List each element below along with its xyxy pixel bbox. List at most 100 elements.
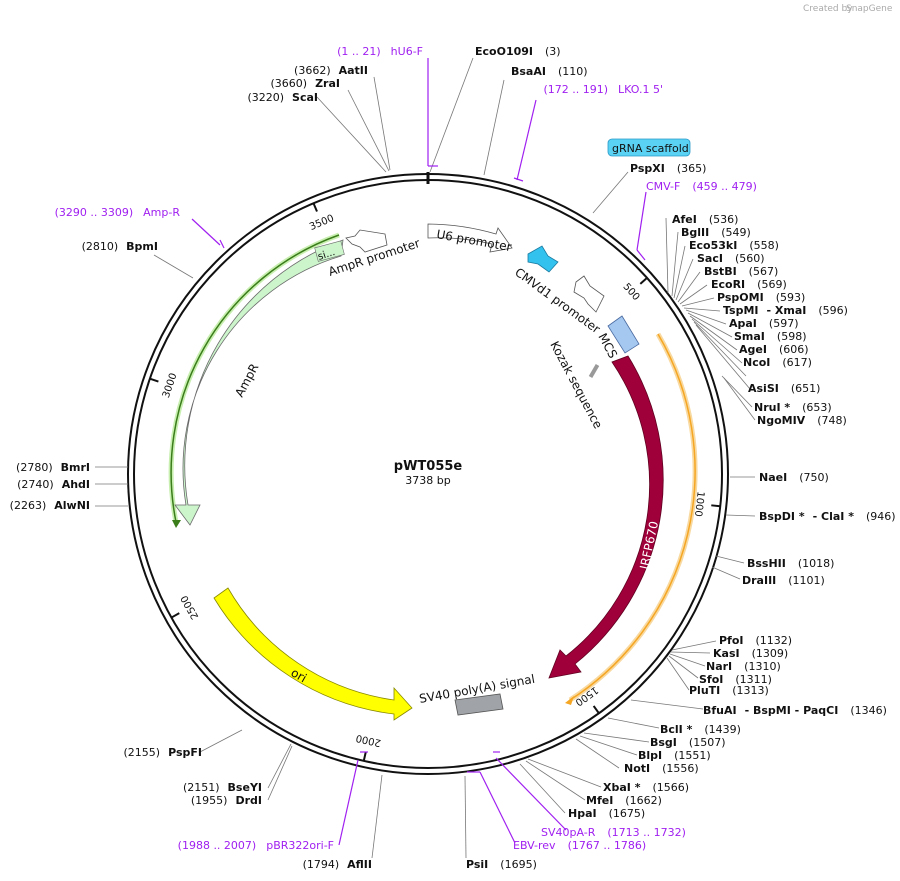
tick-1000 (711, 504, 721, 508)
grna-scaffold-feature[interactable] (527, 245, 559, 273)
site-19-pos: (946) (866, 510, 896, 523)
site-21-name: DraIII (742, 574, 776, 587)
site-35-pos: (1695) (500, 858, 537, 871)
site-38-pos: (2151) (183, 781, 220, 794)
irfp-orf-arrowhead (565, 696, 574, 705)
site-7-pos: (567) (749, 265, 779, 278)
site-16-name: NruI * (754, 401, 790, 414)
snapgene-logo: SnapGene (846, 4, 893, 14)
site-17-name: NgoMIV (757, 414, 806, 427)
site-6-name: SacI (697, 252, 723, 265)
site-18-pos: (750) (799, 471, 829, 484)
site-27-alias: - BspMI - PaqCI (745, 704, 839, 717)
site-1-pos: (110) (558, 65, 588, 78)
site-10-name: TspMI (723, 304, 759, 317)
mcs-feature[interactable] (607, 315, 640, 354)
site-25-pos: (1311) (735, 673, 772, 686)
site-46-name: AatII (339, 64, 368, 77)
site-24-name: NarI (706, 660, 732, 673)
kozak-feature[interactable] (588, 363, 600, 379)
site-34-pos: (1675) (609, 807, 646, 820)
primer-6-range: (1988 .. 2007) (178, 839, 257, 852)
site-9-pos: (593) (776, 291, 806, 304)
tick-3500 (312, 202, 318, 212)
site-30-pos: (1551) (674, 749, 711, 762)
site-32-pos: (1566) (652, 781, 689, 794)
site-33-name: MfeI (586, 794, 613, 807)
grna-scaffold-badge[interactable] (607, 138, 691, 157)
tick-label-500: 500 (621, 281, 642, 303)
site-27-pos: (1346) (850, 704, 887, 717)
site-36-pos: (1794) (303, 858, 340, 871)
u6-promoter-feature[interactable] (427, 223, 513, 253)
site-3-pos: (536) (709, 213, 739, 226)
site-10-pos: (596) (818, 304, 848, 317)
site-39-name: PspFI (168, 746, 202, 759)
primer-2-range: (459 .. 479) (692, 180, 757, 193)
site-13-name: AgeI (739, 343, 767, 356)
cmvd1-promoter-feature[interactable] (573, 275, 605, 313)
primer-marks (191, 58, 647, 846)
site-26-name: PluTI (689, 684, 720, 697)
site-6-pos: (560) (735, 252, 765, 265)
site-17-pos: (748) (817, 414, 847, 427)
site-26-pos: (1313) (732, 684, 769, 697)
primer-1-name: LKO.1 5' (618, 83, 663, 96)
site-44-pos: (3220) (247, 91, 284, 104)
site-27-name: BfuAI (703, 704, 737, 717)
ori-label: ori (289, 665, 310, 685)
primer-4-name: SV40pA-R (541, 826, 596, 839)
site-31-pos: (1556) (662, 762, 699, 775)
ampr-orf-arrowhead (172, 520, 181, 528)
irfp670-feature[interactable] (548, 355, 664, 679)
site-30-name: BlpI (638, 749, 662, 762)
site-39-pos: (2155) (124, 746, 161, 759)
tick-3000 (149, 377, 159, 383)
site-4-name: BglII (681, 226, 709, 239)
leader-lines (95, 57, 756, 859)
ori-feature[interactable] (213, 587, 413, 721)
plasmid-name: pWT055e (394, 459, 463, 474)
site-11-pos: (597) (769, 317, 799, 330)
tick-label-2500: 2500 (179, 593, 201, 621)
grna-scaffold-badge-label: gRNA scaffold (612, 142, 689, 155)
site-45-pos: (3660) (271, 77, 308, 90)
site-31-name: NotI (624, 762, 650, 775)
tick-500 (639, 277, 648, 285)
site-14-name: NcoI (743, 356, 770, 369)
site-19-alias: - ClaI * (813, 510, 855, 523)
site-42-name: BmrI (61, 461, 90, 474)
site-5-name: Eco53kI (689, 239, 737, 252)
tick-1500 (592, 705, 600, 714)
ampr-label: AmpR (232, 361, 261, 399)
primer-0-range: (1 .. 21) (337, 45, 381, 58)
primer-6-name: pBR322ori-F (266, 839, 334, 852)
site-10-alias: - XmaI (767, 304, 807, 317)
site-22-name: PfoI (719, 634, 744, 647)
site-41-name: AhdI (62, 478, 90, 491)
restriction-site-labels: EcoO109I(3)BsaAI(110)PspXI(365)AfeI(536)… (10, 45, 896, 871)
site-35-name: PsiI (466, 858, 488, 871)
sv40-polya-feature[interactable] (454, 693, 504, 716)
site-12-name: SmaI (734, 330, 765, 343)
site-18-name: NaeI (759, 471, 787, 484)
plasmid-size: 3738 bp (405, 474, 450, 487)
site-19-name: BspDI * (759, 510, 805, 523)
primer-5-range: (1767 .. 1786) (568, 839, 647, 852)
site-41-pos: (2740) (17, 478, 54, 491)
site-16-pos: (653) (802, 401, 832, 414)
site-2-pos: (365) (677, 162, 707, 175)
site-14-pos: (617) (782, 356, 812, 369)
site-40-name: AlwNI (54, 499, 90, 512)
site-46-pos: (3662) (294, 64, 331, 77)
ampr-feature[interactable] (174, 239, 344, 526)
site-25-name: SfoI (699, 673, 723, 686)
primer-labels: hU6-F(1 .. 21)LKO.1 5'(172 .. 191)CMV-F(… (55, 45, 757, 852)
ampr-promoter-feature[interactable] (345, 229, 388, 253)
site-40-pos: (2263) (10, 499, 47, 512)
si-feature[interactable] (314, 240, 345, 262)
irfp-orf-line (569, 333, 696, 701)
credit-text: Created by (803, 4, 853, 14)
tick-2500 (170, 612, 180, 619)
site-23-name: KasI (713, 647, 740, 660)
